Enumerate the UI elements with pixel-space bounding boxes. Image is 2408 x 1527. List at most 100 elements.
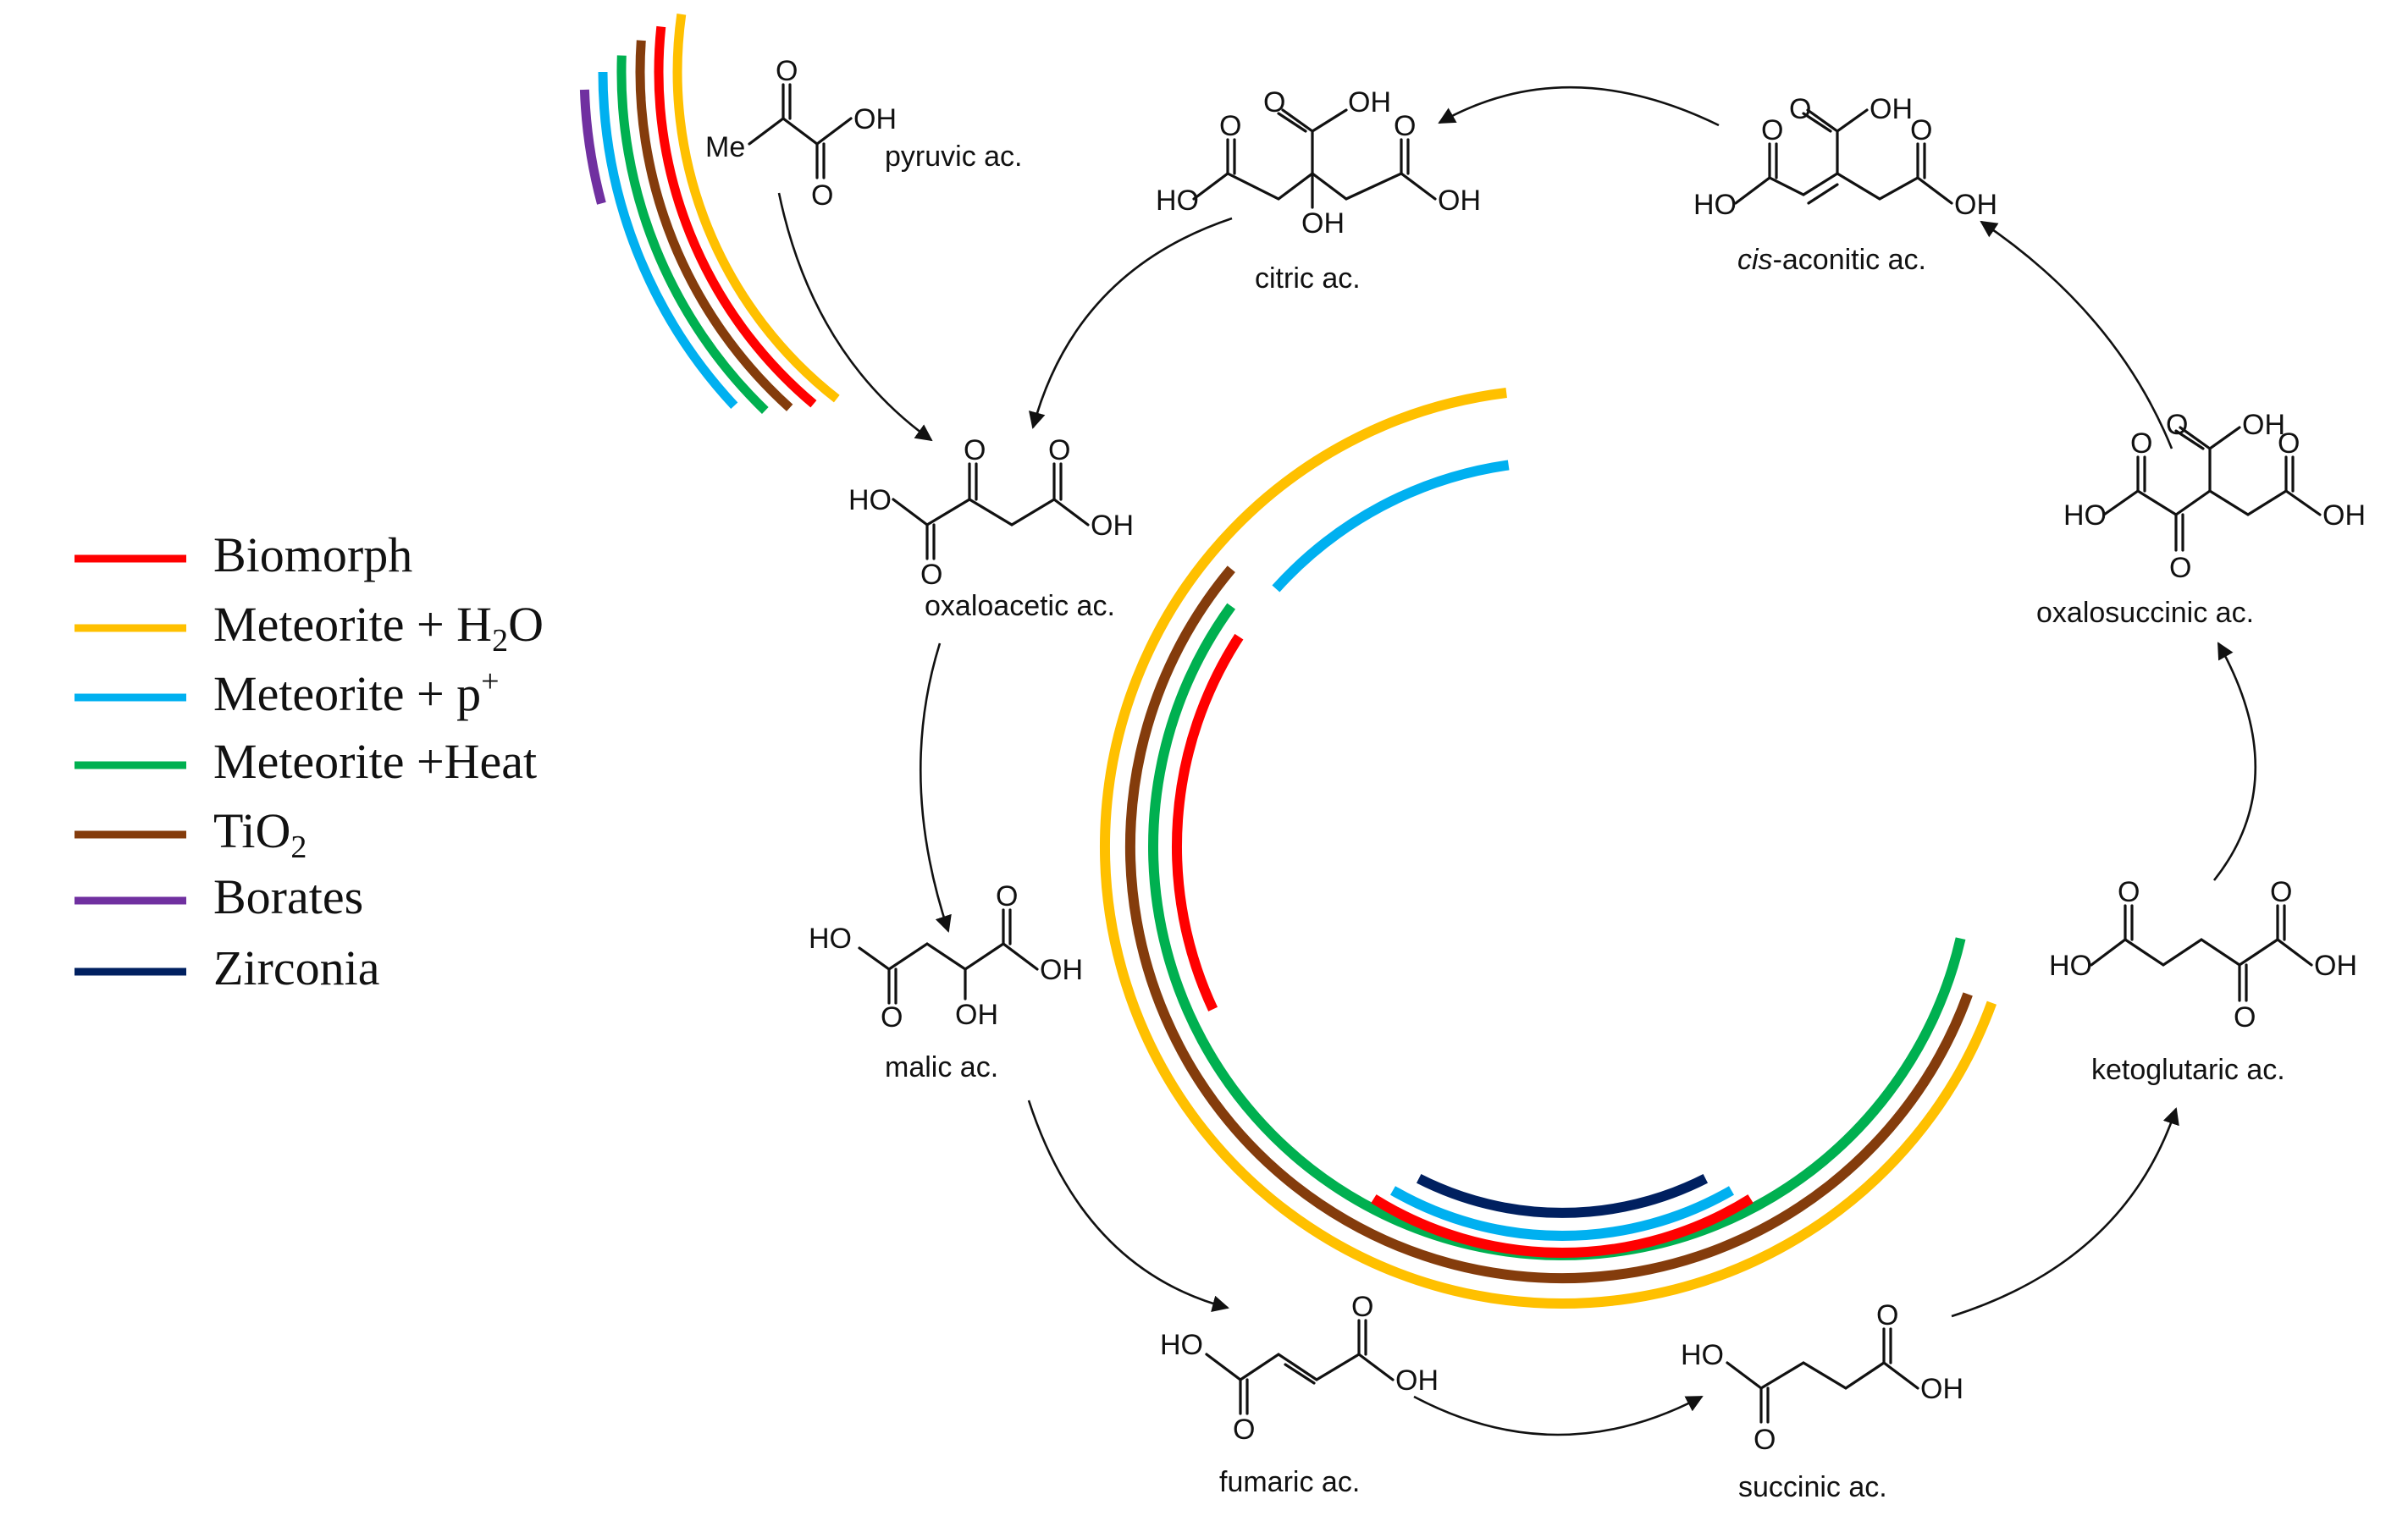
oxalosuccinic-o4: O bbox=[2169, 552, 2191, 584]
malic-name: malic ac. bbox=[885, 1051, 998, 1083]
aconitic-ho: HO bbox=[1693, 189, 1737, 221]
arc-main-red bbox=[1171, 633, 1244, 1012]
arrow-pyruvic-to-oxaloacetic bbox=[777, 192, 933, 442]
succinic-o1: O bbox=[1754, 1424, 1776, 1456]
aconitic-name-rest: -aconitic ac. bbox=[1773, 244, 1926, 276]
oxalosuccinic-o3: O bbox=[2278, 427, 2300, 460]
citric-ho: HO bbox=[1156, 185, 1199, 217]
arc-pyruvic-brown bbox=[635, 40, 793, 411]
malic-ho: HO bbox=[809, 923, 852, 955]
arrow-citric-to-oxaloacetic bbox=[1029, 217, 1233, 429]
arc-main-green bbox=[1148, 603, 1966, 1260]
arc-main-yellow bbox=[1100, 388, 1997, 1309]
oxalosuccinic-o1: O bbox=[2130, 427, 2152, 460]
succinic-oh: OH bbox=[1920, 1373, 1963, 1405]
legend-label-meteorite-heat: Meteorite +Heat bbox=[213, 734, 537, 789]
oxaloacetic-o3: O bbox=[1048, 434, 1070, 466]
compound-cis-aconitic-acid: HO O O OH O OH cis-aconitic ac. bbox=[1693, 93, 1997, 276]
compound-oxaloacetic-acid: HO O O O OH oxaloacetic ac. bbox=[848, 434, 1134, 622]
succinic-name: succinic ac. bbox=[1738, 1471, 1887, 1503]
ketoglutaric-name: ketoglutaric ac. bbox=[2091, 1054, 2285, 1086]
malic-oh1: OH bbox=[1040, 954, 1083, 986]
ketoglutaric-o1: O bbox=[2118, 876, 2140, 908]
arrow-aconitic-to-citric bbox=[1438, 85, 1720, 127]
compound-ketoglutaric-acid: HO O O O OH ketoglutaric ac. bbox=[2049, 876, 2357, 1086]
ketoglutaric-ho: HO bbox=[2049, 950, 2092, 982]
ketoglutaric-o2: O bbox=[2234, 1001, 2256, 1034]
legend-label-meteorite-h2o-main: Meteorite + H bbox=[213, 597, 492, 652]
arc-bottom-blue bbox=[1390, 1186, 1734, 1241]
arc-pyruvic-blue bbox=[598, 71, 738, 409]
ketoglutaric-o3: O bbox=[2270, 876, 2292, 908]
arc-pyruvic-green bbox=[616, 55, 769, 414]
citric-oh3: OH bbox=[1438, 185, 1481, 217]
oxalosuccinic-o2: O bbox=[2166, 409, 2188, 441]
arc-main-brown bbox=[1124, 565, 1973, 1284]
legend-label-tio2-sub: 2 bbox=[290, 830, 307, 865]
citric-oh2: OH bbox=[1301, 207, 1345, 240]
arrow-oxalosuccinic-to-aconitic bbox=[1980, 220, 2173, 449]
oxaloacetic-o2: O bbox=[964, 434, 986, 466]
succinic-ho: HO bbox=[1681, 1339, 1724, 1371]
legend-label-tio2: TiO2 bbox=[213, 803, 307, 865]
fumaric-ho: HO bbox=[1160, 1329, 1203, 1361]
citric-oh1: OH bbox=[1348, 86, 1391, 119]
aconitic-name-prefix: cis bbox=[1737, 244, 1773, 276]
oxalosuccinic-ho: HO bbox=[2063, 499, 2107, 532]
pyruvic-name: pyruvic ac. bbox=[885, 141, 1023, 173]
oxaloacetic-ho: HO bbox=[848, 484, 892, 516]
arrow-fumaric-to-succinic bbox=[1413, 1395, 1704, 1436]
aconitic-o1: O bbox=[1761, 114, 1783, 146]
succinic-o2: O bbox=[1876, 1299, 1898, 1331]
compound-pyruvic-acid: Me O O OH pyruvic ac. bbox=[705, 55, 1023, 212]
aconitic-oh1: OH bbox=[1870, 93, 1913, 125]
fumaric-o1: O bbox=[1233, 1414, 1255, 1446]
arrow-malic-to-fumaric bbox=[1027, 1100, 1229, 1313]
compound-citric-acid: HO O O OH O OH OH citric ac. bbox=[1156, 86, 1481, 295]
ketoglutaric-oh: OH bbox=[2314, 950, 2357, 982]
legend-label-meteorite-h2o: Meteorite + H2O bbox=[213, 597, 544, 659]
reaction-arrows bbox=[777, 85, 2257, 1436]
pyruvic-o2: O bbox=[811, 179, 833, 212]
fumaric-o2: O bbox=[1351, 1291, 1373, 1323]
malic-o2: O bbox=[996, 880, 1018, 912]
citric-o1: O bbox=[1219, 110, 1241, 142]
fumaric-name: fumaric ac. bbox=[1219, 1466, 1360, 1498]
oxalosuccinic-name: oxalosuccinic ac. bbox=[2036, 597, 2254, 629]
arc-pyruvic-yellow bbox=[672, 14, 840, 403]
legend-label-meteorite-proton-sup: + bbox=[481, 664, 499, 699]
legend-label-meteorite-proton: Meteorite + p+ bbox=[213, 664, 500, 721]
fumaric-oh: OH bbox=[1395, 1364, 1439, 1397]
arc-main-blue bbox=[1272, 460, 1510, 593]
pyruvic-o1: O bbox=[776, 55, 798, 87]
legend-label-borates: Borates bbox=[213, 869, 363, 924]
compound-oxalosuccinic-acid: HO O O OH O O OH oxalosuccinic ac. bbox=[2036, 409, 2366, 629]
aconitic-name: cis-aconitic ac. bbox=[1737, 244, 1926, 276]
arc-pyruvic-red bbox=[654, 25, 817, 408]
catalyst-arcs bbox=[579, 14, 1997, 1309]
malic-oh2: OH bbox=[955, 999, 998, 1031]
legend-label-meteorite-h2o-tail: O bbox=[508, 597, 544, 652]
pyruvic-oh: OH bbox=[853, 103, 897, 135]
legend: Biomorph Meteorite + H2O Meteorite + p+ … bbox=[75, 527, 544, 995]
aconitic-oh2: OH bbox=[1954, 189, 1997, 221]
compound-succinic-acid: HO O O OH succinic ac. bbox=[1681, 1299, 1963, 1503]
citric-o2: O bbox=[1263, 86, 1285, 119]
arrow-oxaloacetic-to-malic bbox=[920, 642, 952, 933]
legend-label-tio2-main: TiO bbox=[213, 803, 290, 858]
oxaloacetic-name: oxaloacetic ac. bbox=[925, 590, 1115, 622]
oxalosuccinic-oh1: OH bbox=[2242, 409, 2285, 441]
compound-malic-acid: HO O OH O OH malic ac. bbox=[809, 880, 1083, 1083]
legend-label-meteorite-h2o-sub: 2 bbox=[492, 623, 508, 659]
arc-bottom-navy bbox=[1416, 1173, 1709, 1218]
oxalosuccinic-oh2: OH bbox=[2322, 499, 2366, 532]
legend-label-zirconia: Zirconia bbox=[213, 940, 379, 995]
legend-label-biomorph: Biomorph bbox=[213, 527, 412, 582]
compound-fumaric-acid: HO O O OH fumaric ac. bbox=[1160, 1291, 1439, 1498]
pyruvic-me: Me bbox=[705, 131, 745, 163]
aconitic-o3: O bbox=[1910, 114, 1932, 146]
arc-bottom-red bbox=[1371, 1194, 1754, 1259]
arrow-succinic-to-ketoglutaric bbox=[1951, 1107, 2179, 1318]
citric-o3: O bbox=[1394, 110, 1416, 142]
